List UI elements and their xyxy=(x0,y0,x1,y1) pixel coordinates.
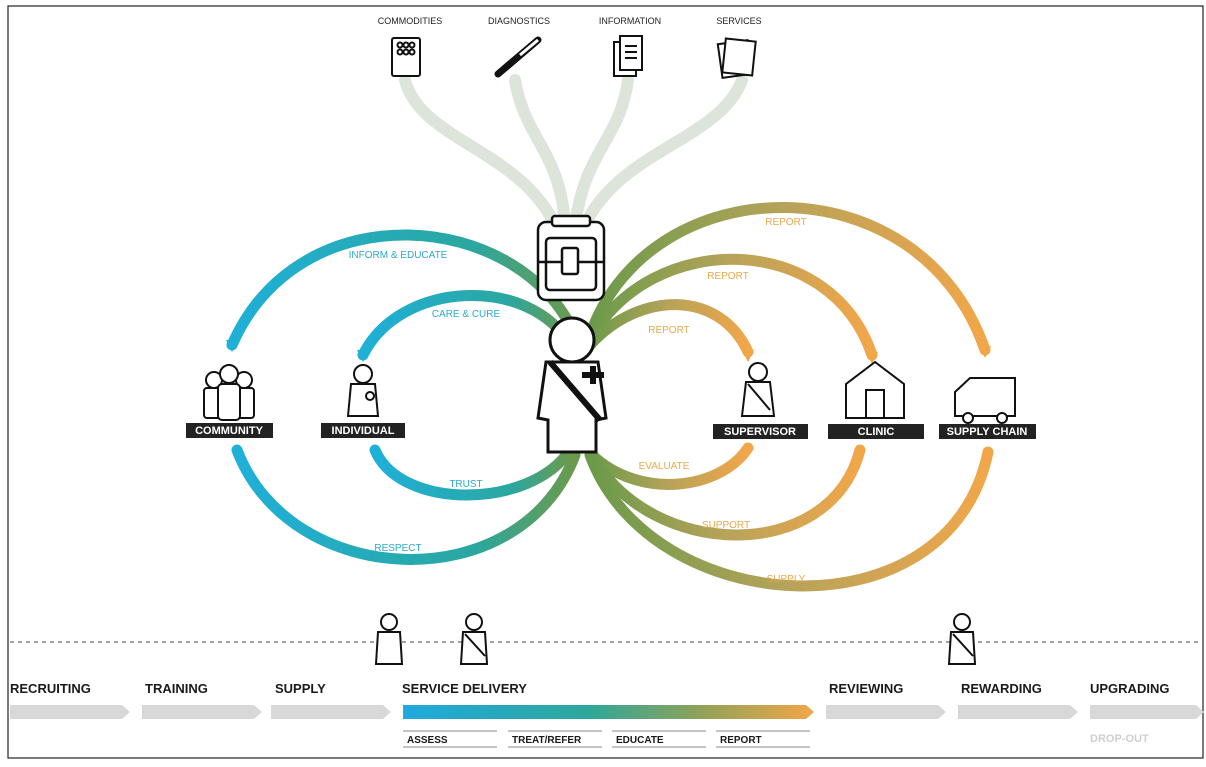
top-label-information: INFORMATION xyxy=(599,16,661,26)
phase-reviewing: REVIEWING xyxy=(829,681,903,696)
individual-icon xyxy=(346,364,380,417)
step-report: REPORT xyxy=(720,735,762,746)
reviewed-worker-icon xyxy=(947,613,977,665)
label-respect: RESPECT xyxy=(374,543,421,554)
tag-supply-chain: SUPPLY CHAIN xyxy=(939,424,1036,439)
label-report-inner: REPORT xyxy=(648,325,690,336)
phase-rewarding: REWARDING xyxy=(961,681,1042,696)
left-loops xyxy=(226,229,581,565)
label-evaluate: EVALUATE xyxy=(639,461,690,472)
phase-training: TRAINING xyxy=(145,681,208,696)
supply-strands xyxy=(399,74,748,231)
phase-upgrading: UPGRADING xyxy=(1090,681,1169,696)
top-label-diagnostics: DIAGNOSTICS xyxy=(488,16,550,26)
phase-supply: SUPPLY xyxy=(275,681,326,696)
service-steps xyxy=(403,730,810,748)
document-icon xyxy=(613,35,643,77)
label-trust: TRUST xyxy=(449,479,482,490)
tag-clinic: CLINIC xyxy=(828,424,924,439)
label-supply: SUPPLY xyxy=(767,574,806,585)
phase-service-delivery: SERVICE DELIVERY xyxy=(402,681,527,696)
tag-supervisor: SUPERVISOR xyxy=(713,424,808,439)
tag-community: COMMUNITY xyxy=(186,423,273,438)
arrowheads xyxy=(226,340,991,364)
label-support: SUPPORT xyxy=(702,520,750,531)
papers-icon xyxy=(716,37,757,80)
backpack-icon xyxy=(536,214,606,302)
truck-icon xyxy=(954,377,1016,424)
tag-individual: INDIVIDUAL xyxy=(321,423,405,438)
top-label-services: SERVICES xyxy=(716,16,761,26)
step-treat-refer: TREAT/REFER xyxy=(512,735,582,746)
label-report-outer: REPORT xyxy=(765,217,807,228)
tag-community-label: COMMUNITY xyxy=(195,425,263,437)
test-strip-icon xyxy=(494,36,542,78)
trainee-icon xyxy=(374,613,404,665)
tag-clinic-label: CLINIC xyxy=(858,426,895,438)
community-icon xyxy=(203,364,255,421)
label-care-cure: CARE & CURE xyxy=(432,309,501,320)
tag-supply-chain-label: SUPPLY CHAIN xyxy=(947,426,1028,438)
drop-out-label: DROP-OUT xyxy=(1090,733,1149,745)
pill-box-icon xyxy=(391,37,421,77)
tag-individual-label: INDIVIDUAL xyxy=(332,425,395,437)
top-label-commodities: COMMODITIES xyxy=(378,16,443,26)
step-assess: ASSESS xyxy=(407,735,448,746)
service-delivery-bar xyxy=(403,705,814,719)
phase-arrows xyxy=(10,705,1204,719)
clinic-icon xyxy=(845,360,905,419)
worker-icon xyxy=(459,613,489,665)
right-loops xyxy=(584,202,994,592)
supervisor-icon xyxy=(740,362,776,417)
label-inform-educate: INFORM & EDUCATE xyxy=(349,250,448,261)
health-worker-icon xyxy=(536,316,608,454)
phase-recruiting: RECRUITING xyxy=(10,681,91,696)
tag-supervisor-label: SUPERVISOR xyxy=(724,426,796,438)
frame xyxy=(7,5,1204,759)
step-educate: EDUCATE xyxy=(616,735,664,746)
label-report-mid: REPORT xyxy=(707,271,749,282)
